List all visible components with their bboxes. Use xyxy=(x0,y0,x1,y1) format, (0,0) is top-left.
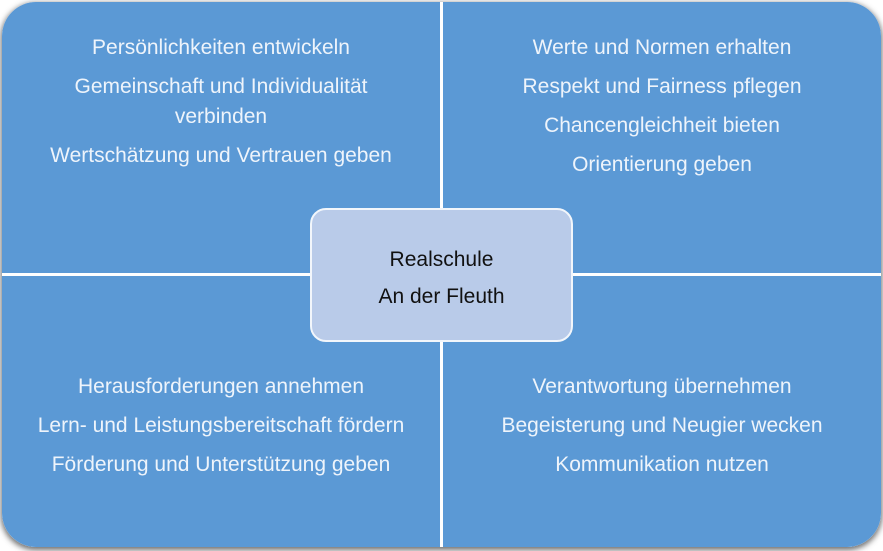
value-statement: Chancengleichheit bieten xyxy=(544,114,780,137)
value-statement: Werte und Normen erhalten xyxy=(532,36,792,59)
value-statement: Begeisterung und Neugier wecken xyxy=(501,414,823,437)
value-statement: Orientierung geben xyxy=(572,153,752,176)
value-statement: Respekt und Fairness pflegen xyxy=(522,75,802,98)
school-name-line1: Realschule xyxy=(389,248,494,271)
value-statement: Herausforderungen annehmen xyxy=(77,375,365,398)
school-name-line2: An der Fleuth xyxy=(378,285,505,308)
value-statement: Kommunikation nutzen xyxy=(555,453,769,476)
value-statement: Förderung und Unterstützung geben xyxy=(51,453,391,476)
value-statement: Gemeinschaft und Individualität verbinde… xyxy=(74,75,368,128)
value-statement: Lern- und Leistungsbereitschaft fördern xyxy=(37,414,405,437)
value-statement: Wertschätzung und Vertrauen geben xyxy=(50,144,392,167)
value-statement: Persönlichkeiten entwickeln xyxy=(92,36,350,59)
center-title-box: Realschule An der Fleuth xyxy=(310,208,573,342)
value-statement: Verantwortung übernehmen xyxy=(532,375,792,398)
